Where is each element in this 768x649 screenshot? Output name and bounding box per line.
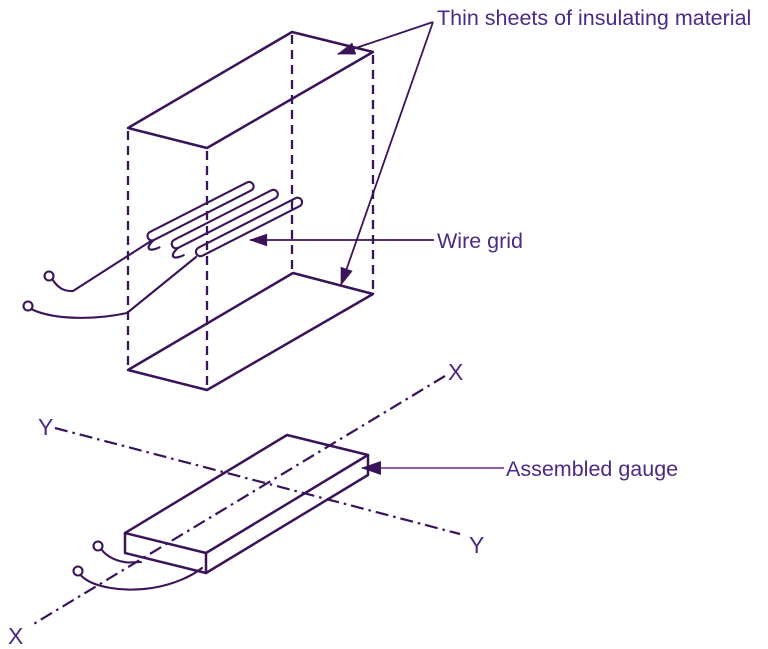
- thin-sheets-leaders: [337, 21, 434, 286]
- grid-lead-wires: [22, 239, 198, 319]
- wire-loop: [194, 196, 304, 258]
- gauge-top-face: [123, 433, 370, 555]
- bottom-sheet-face: [126, 271, 375, 392]
- x-axis-label-bottom: X: [8, 623, 23, 649]
- x-axis-line: [31, 375, 446, 626]
- wire-terminal-icon: [43, 270, 55, 282]
- gauge-side-faces: [123, 453, 370, 575]
- gauge-lead-wires: [72, 540, 204, 591]
- wire-terminal-icon: [92, 540, 104, 552]
- lead-wire: [30, 255, 198, 319]
- leader-line-top-sheet: [337, 21, 434, 55]
- wire-terminal-icon: [22, 300, 34, 312]
- wire-loop-connector: [171, 247, 185, 259]
- wire-grid-drawing: [146, 180, 304, 259]
- lead-wire: [51, 239, 153, 293]
- wire-terminal-icon: [72, 565, 84, 577]
- y-axis-line: [54, 426, 461, 536]
- leader-line-bottom-sheet: [340, 21, 434, 286]
- wire-grid-label: Wire grid: [437, 229, 523, 253]
- assembled-gauge-label: Assembled gauge: [506, 457, 678, 481]
- lead-wire: [79, 566, 204, 591]
- exploded-sheets-box: [126, 30, 375, 392]
- lead-wire: [100, 548, 143, 564]
- y-axis-label-right: Y: [469, 532, 484, 558]
- wire-loop-connector: [147, 239, 161, 251]
- thin-sheets-label: Thin sheets of insulating material: [437, 6, 751, 30]
- wire-loop: [146, 180, 255, 242]
- y-axis-label-left: Y: [38, 414, 53, 440]
- wire-loop: [170, 188, 279, 250]
- x-axis-label-top: X: [448, 359, 463, 385]
- top-sheet-face: [126, 30, 375, 150]
